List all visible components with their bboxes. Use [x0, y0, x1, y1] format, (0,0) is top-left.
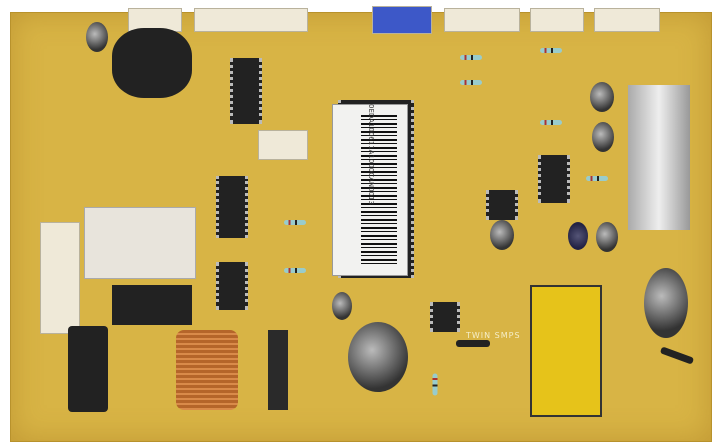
- capacitor: [86, 22, 108, 52]
- relay-small: [112, 285, 192, 325]
- ic-chip: [230, 58, 262, 124]
- label-text: 0EDA100611A1000CAN0013: [367, 104, 375, 205]
- diode: [456, 340, 490, 347]
- resistor: [284, 268, 306, 273]
- ic-chip: [486, 190, 518, 220]
- relay: [84, 207, 196, 279]
- transformer: [530, 285, 602, 417]
- coil: [176, 330, 238, 410]
- barcode: [361, 115, 397, 265]
- side-connector: [40, 222, 80, 334]
- capacitor: [592, 122, 614, 152]
- capacitor: [596, 222, 618, 252]
- heatsink: [628, 85, 690, 230]
- resistor: [284, 220, 306, 225]
- connector: [258, 130, 308, 160]
- resistor: [432, 373, 438, 396]
- capacitor: [568, 222, 588, 250]
- capacitor: [590, 82, 614, 112]
- capacitor-large: [348, 322, 408, 392]
- regulator: [268, 330, 288, 410]
- blue-connector: [372, 6, 432, 34]
- fuse-holder: [68, 326, 108, 412]
- connector: [594, 8, 660, 32]
- capacitor-large: [644, 268, 688, 338]
- ic-chip: [216, 262, 248, 310]
- ic-chip: [216, 176, 248, 238]
- capacitor: [490, 220, 514, 250]
- connector: [194, 8, 308, 32]
- connector: [530, 8, 584, 32]
- resistor: [460, 55, 482, 60]
- ic-chip: [538, 155, 570, 203]
- silkscreen-label: TWIN SMPS: [466, 331, 521, 340]
- buzzer: [112, 28, 192, 98]
- resistor: [540, 120, 562, 125]
- barcode-label: 0EDA100611A1000CAN0013: [332, 104, 408, 276]
- resistor: [586, 176, 608, 181]
- capacitor: [332, 292, 352, 320]
- connector: [444, 8, 520, 32]
- resistor: [540, 48, 562, 53]
- ic-chip: [430, 302, 460, 332]
- resistor: [460, 80, 482, 85]
